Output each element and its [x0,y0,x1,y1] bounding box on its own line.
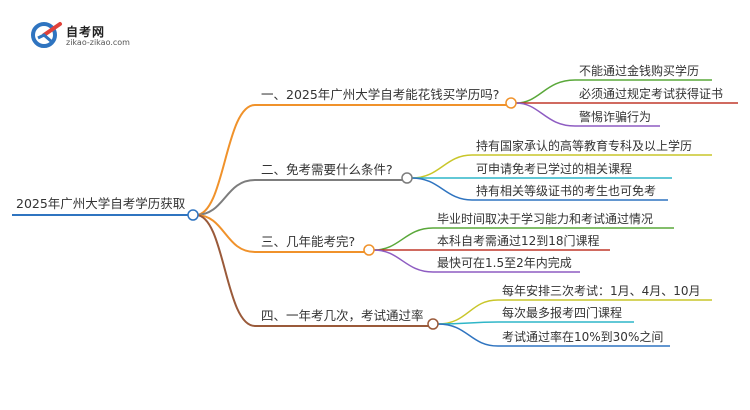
logo-icon [31,22,62,48]
branch-node-2 [401,172,413,184]
logo-subtitle: zikao-zikao.com [66,38,130,47]
leaf-2-2: 可申请免考已学过的相关课程 [476,162,633,176]
edge-root-b1 [195,104,256,216]
edge-root-b3 [195,214,256,253]
logo-title: 自考网 [66,25,106,39]
leaf-4-2: 每次最多报考四门课程 [502,306,623,320]
branch-node-4 [427,318,439,330]
leaf-4-1: 每年安排三次考试：1月、4月、10月 [502,284,701,298]
branch-label-4: 四、一年考几次，考试通过率 [261,308,424,323]
leaf-2-3: 持有相关等级证书的考生也可免考 [476,184,657,198]
leaf-1-3: 警惕诈骗行为 [579,110,652,124]
leaf-3-1: 毕业时间取决于学习能力和考试通过情况 [437,212,654,226]
branch-node-3 [363,244,375,256]
leaf-4-3: 考试通过率在10%到30%之间 [502,330,664,344]
branch-label-3: 三、几年能考完? [261,234,356,249]
edge-root-b4 [195,214,256,327]
leaf-2-1: 持有国家承认的高等教育专科及以上学历 [476,139,693,153]
site-logo [30,18,160,52]
leaf-3-3: 最快可在1.5至2年内完成 [437,256,572,270]
root-label: 2025年广州大学自考学历获取 [16,196,186,211]
branch-node-1 [505,97,517,109]
leaf-1-1: 不能通过金钱购买学历 [579,64,700,78]
branch-label-2: 二、免考需要什么条件? [261,162,393,177]
root-node [187,209,199,221]
edge-root-b2 [195,179,256,216]
branch-label-1: 一、2025年广州大学自考能花钱买学历吗? [261,87,500,102]
leaf-3-2: 本科自考需通过12到18门课程 [437,234,600,248]
leaf-1-2: 必须通过规定考试获得证书 [579,87,724,101]
